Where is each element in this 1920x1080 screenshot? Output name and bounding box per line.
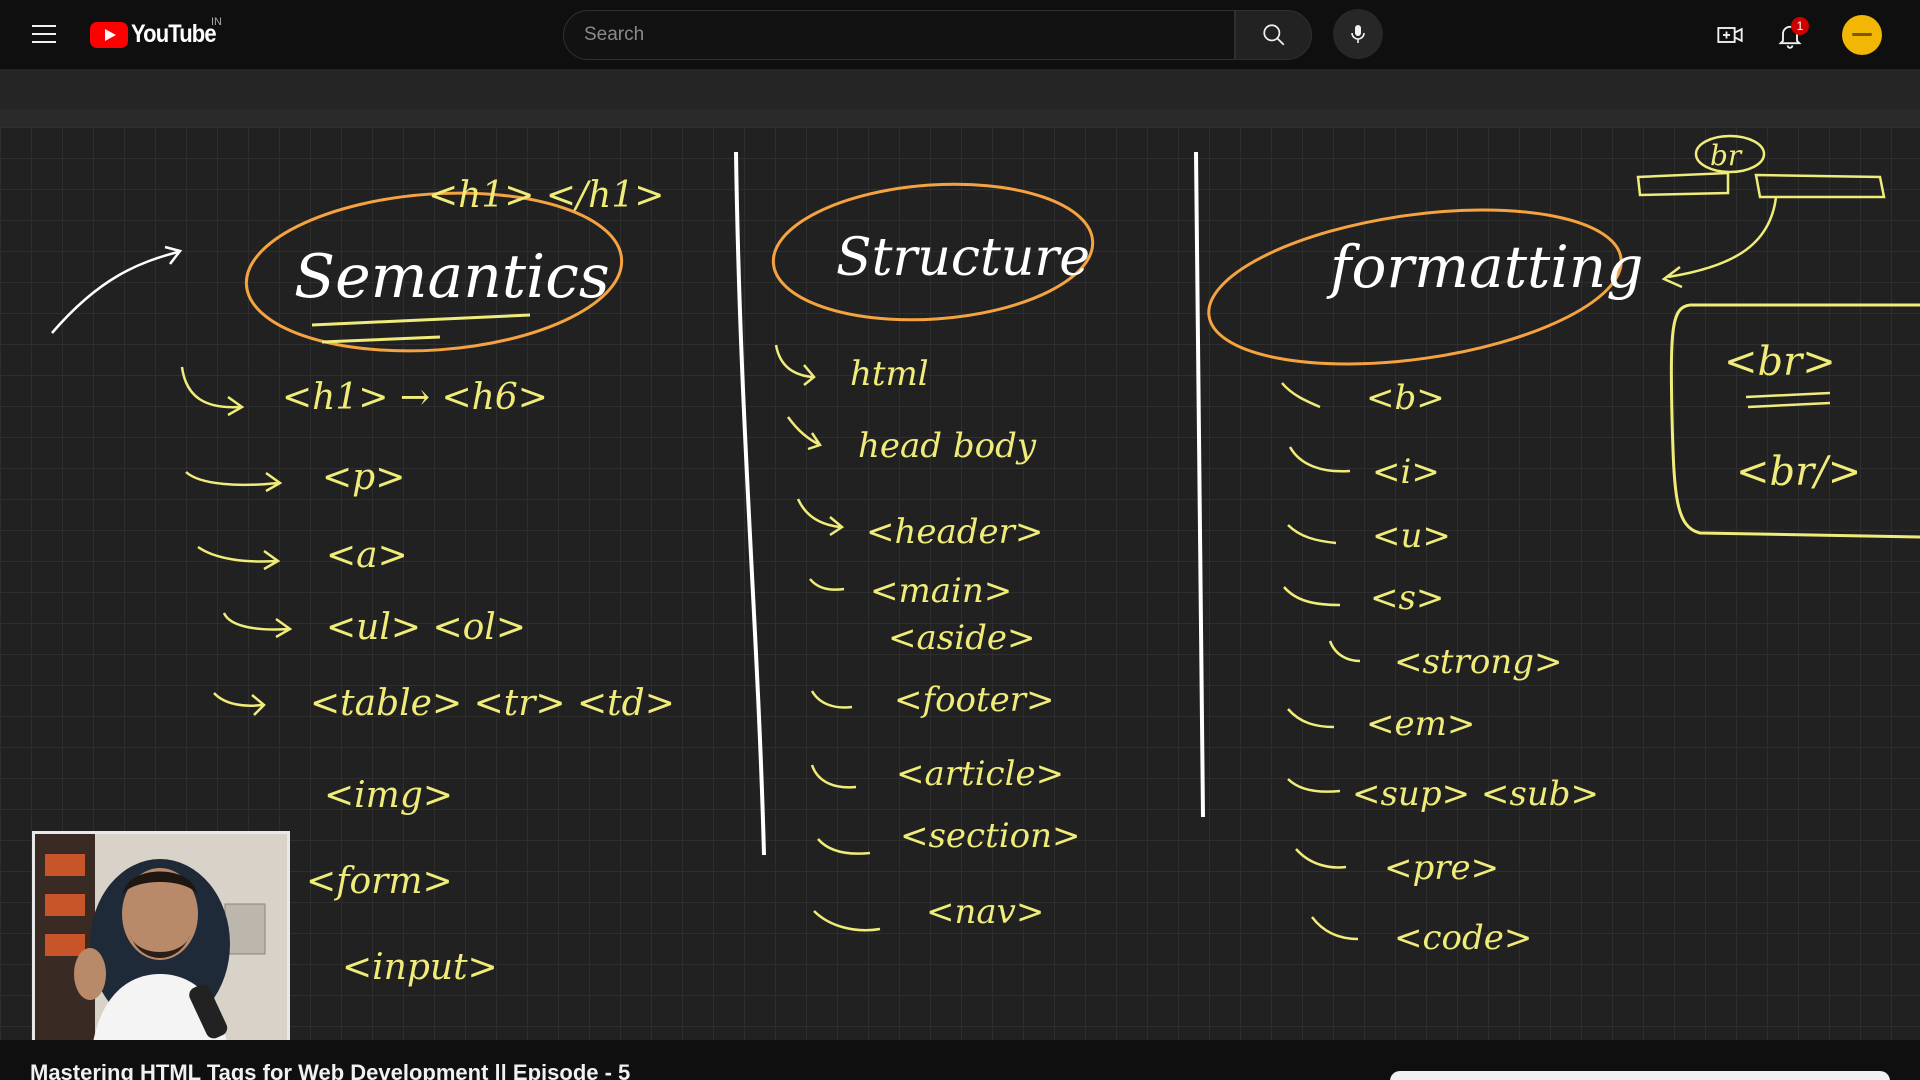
br-box-item: <br/>: [1736, 449, 1861, 495]
structure-item: <footer>: [894, 680, 1055, 720]
structure-item: <article>: [896, 754, 1064, 794]
br-box: [1669, 303, 1920, 539]
semantics-item: <input>: [342, 947, 498, 988]
formatting-item: <u>: [1372, 516, 1451, 556]
mic-icon: [1351, 25, 1365, 43]
video-title: Mastering HTML Tags for Web Development …: [30, 1060, 631, 1080]
logo-text: YouTube: [131, 20, 217, 48]
semantics-item: <h1> → <h6>: [282, 377, 548, 418]
formatting-ellipse: [1207, 208, 1623, 366]
formatting-item: <code>: [1394, 918, 1532, 958]
create-button[interactable]: [1711, 16, 1749, 54]
whiteboard: <h1> </h1> Semantics Structure formattin…: [0, 127, 1920, 1040]
structure-item: html: [850, 354, 929, 394]
structure-item: <aside>: [888, 618, 1035, 658]
formatting-item: <em>: [1366, 704, 1475, 744]
search-icon: [1262, 24, 1284, 46]
structure-item: head body: [858, 426, 1037, 466]
presenter-image: [35, 834, 287, 1040]
semantics-item: <form>: [306, 861, 453, 902]
structure-item: <main>: [870, 571, 1012, 611]
heading-formatting: formatting: [1326, 233, 1643, 301]
youtube-logo[interactable]: YouTube: [90, 20, 227, 49]
divider-line-1: [734, 151, 766, 856]
action-bar[interactable]: [1390, 1071, 1890, 1080]
formatting-item: <strong>: [1394, 642, 1562, 682]
video-top-strip: [0, 69, 1920, 109]
formatting-item: <pre>: [1384, 848, 1499, 888]
whiteboard-drawing: <h1> </h1> Semantics Structure formattin…: [51, 134, 1920, 988]
semantics-ellipse: [244, 191, 624, 353]
formatting-item: <sup> <sub>: [1352, 774, 1599, 814]
structure-item: <header>: [866, 512, 1043, 552]
top-tags: <h1> </h1>: [428, 175, 664, 216]
structure-item: <section>: [900, 816, 1081, 856]
menu-icon[interactable]: [28, 22, 62, 48]
formatting-item: <i>: [1372, 452, 1440, 492]
notification-count-badge: 1: [1791, 17, 1809, 35]
structure-ellipse: [771, 182, 1095, 322]
video-player[interactable]: <h1> </h1> Semantics Structure formattin…: [0, 69, 1920, 1040]
formatting-item: <s>: [1370, 578, 1444, 618]
semantics-item: <table> <tr> <td>: [310, 683, 675, 724]
voice-search-button[interactable]: [1333, 9, 1383, 59]
semantics-item: <img>: [324, 775, 453, 816]
heading-semantics: Semantics: [294, 242, 610, 312]
create-icon: [1717, 27, 1743, 43]
semantics-item: <a>: [326, 535, 408, 576]
search-button[interactable]: [1235, 10, 1312, 60]
masthead: YouTube IN 1: [0, 0, 1920, 69]
semantics-item: <ul> <ol>: [326, 607, 526, 648]
structure-item: <nav>: [926, 892, 1044, 932]
divider-line-2: [1194, 151, 1205, 818]
search-input[interactable]: [563, 10, 1235, 60]
semantics-item: <p>: [322, 457, 405, 498]
youtube-logo-icon: [90, 21, 128, 48]
country-code: IN: [211, 16, 222, 28]
avatar[interactable]: [1842, 15, 1882, 55]
pointer-arrow: [51, 250, 179, 334]
formatting-item: <b>: [1366, 378, 1445, 418]
webcam-overlay: [32, 831, 290, 1040]
heading-structure: Structure: [836, 228, 1090, 288]
br-label: br: [1710, 139, 1743, 172]
br-box-item: <br>: [1724, 339, 1836, 385]
br-ellipse: [1694, 134, 1766, 174]
search-box: [563, 10, 1312, 60]
